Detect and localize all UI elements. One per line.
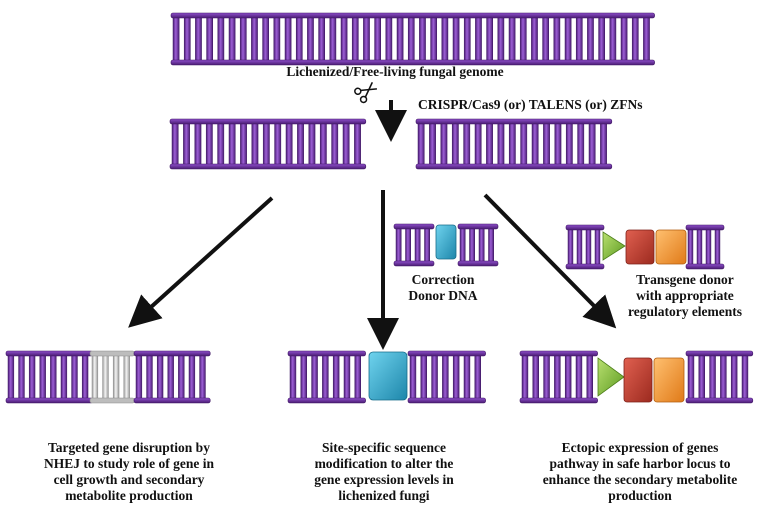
nuclease-tools-label: CRISPR/Cas9 (or) TALENS (or) ZFNs [418,97,643,112]
ectopic-dna-right [685,350,754,404]
site-specific-dna-right [407,350,486,404]
caption-line: enhance the secondary metabolite [542,472,738,487]
ectopic-terminator-block [653,357,685,403]
correction-line-1: Correction [411,272,475,287]
transgene-donor-left-arm [565,224,605,270]
caption-line: pathway in safe harbor locus to [549,456,731,471]
transgene-gene-block [625,229,655,265]
disruption-dna-right [133,350,211,404]
genome-dna [170,12,655,66]
caption-line: metabolite production [65,488,193,503]
caption-line: Targeted gene disruption by [48,440,210,455]
caption-line: production [608,488,672,503]
ectopic-caption: Ectopic expression of genes pathway in s… [520,440,760,504]
caption-line: modification to alter the [314,456,454,471]
ectopic-promoter-arrow [597,357,625,397]
correction-line-2: Donor DNA [408,288,478,303]
caption-line: Site-specific sequence [321,440,447,455]
disruption-dna-left [5,350,94,404]
ectopic-dna-left [519,350,598,404]
site-specific-dna-left [287,350,366,404]
scissors-icon [354,81,377,104]
genome-label: Lichenized/Free-living fungal genome [286,64,504,79]
ectopic-gene-block [623,357,653,403]
cut-dna-left [169,118,367,170]
caption-line: gene expression levels in [314,472,454,487]
caption-line: cell growth and secondary [53,472,205,487]
transgene-line-2: with appropriate [636,288,734,303]
correction-donor-cyan-block [435,224,457,260]
site-specific-cyan-block [368,351,408,401]
transgene-donor-right-arm [685,224,725,270]
caption-line: lichenized fungi [338,488,430,503]
correction-donor-right-arm [457,223,499,267]
correction-donor-left-arm [393,223,435,267]
transgene-line-3: regulatory elements [627,304,743,319]
transgene-line-1: Transgene donor [636,272,734,287]
transgene-promoter-arrow [602,231,626,261]
transgene-donor-label: Transgene donor with appropriate regulat… [610,272,760,320]
transgene-terminator-block [655,229,687,265]
site-specific-caption: Site-specific sequence modification to a… [268,440,500,504]
arrow-to-ectopic [483,193,617,329]
correction-donor-label: Correction Donor DNA [388,272,498,304]
caption-line: NHEJ to study role of gene in [43,456,214,471]
cut-dna-right [415,118,613,170]
arrow-to-disruption [128,196,274,328]
disruption-dna-gap [89,350,135,404]
disruption-caption: Targeted gene disruption by NHEJ to stud… [14,440,244,504]
caption-line: Ectopic expression of genes [561,440,719,455]
